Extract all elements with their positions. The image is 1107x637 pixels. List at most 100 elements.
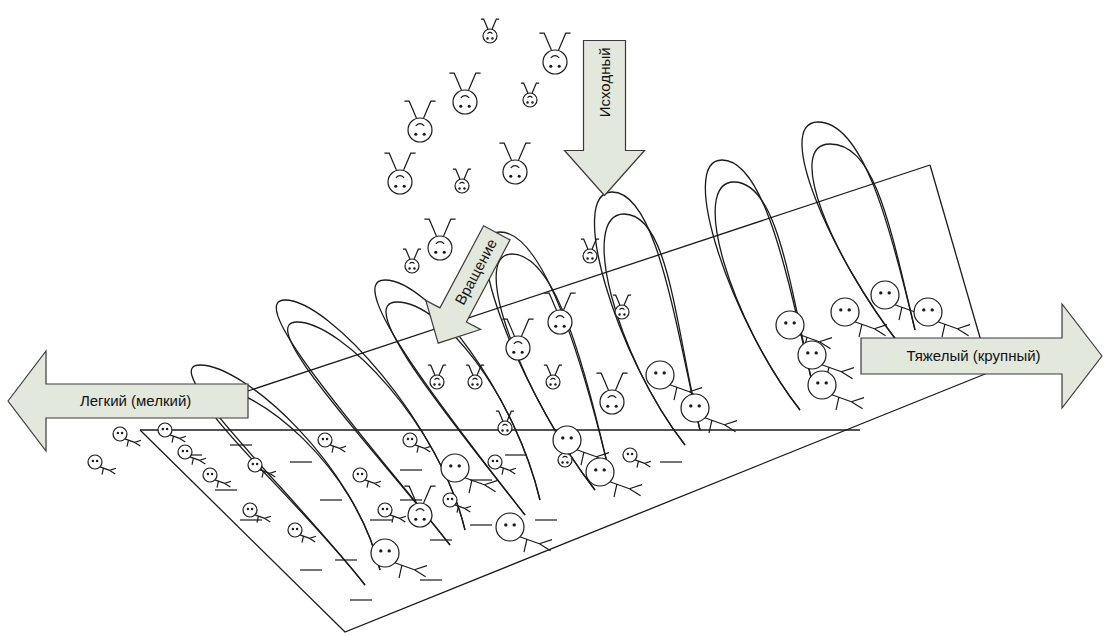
particle-head (681, 394, 709, 422)
particle-head (371, 539, 399, 567)
particle-eye (663, 371, 666, 374)
particle-eye (186, 450, 188, 452)
falling-particle (428, 365, 446, 389)
particle-eye (888, 291, 891, 294)
particle-eye (654, 371, 657, 374)
particle-mouth (588, 252, 593, 253)
particle-eye (443, 251, 446, 254)
particle-eye (411, 438, 413, 440)
particle-legs (481, 19, 499, 29)
deck-dash (240, 519, 262, 520)
particle-head (203, 468, 217, 482)
particle-head (388, 170, 412, 194)
particle-eye (413, 267, 415, 269)
particle-legs (453, 169, 471, 179)
particle-eye (558, 65, 561, 68)
particle-mouth (460, 182, 465, 183)
particle-body (260, 470, 276, 478)
particle-eye (468, 105, 471, 108)
settled-particle (243, 503, 271, 523)
particle-mouth (416, 509, 424, 511)
particle-head (600, 390, 624, 414)
particle-eye (627, 453, 629, 455)
particle-eye (922, 308, 925, 311)
particle-head (113, 427, 127, 441)
deck-dash (430, 539, 452, 540)
particle-head (831, 298, 859, 326)
particle-eye (491, 37, 493, 39)
particle-head (646, 361, 674, 389)
particle-head (506, 336, 530, 360)
particle-mouth (620, 308, 625, 309)
settled-particle (353, 468, 381, 488)
particle-eye (449, 464, 452, 467)
particle-head (468, 375, 482, 389)
falling-particle (521, 83, 539, 107)
particle-eye (561, 436, 564, 439)
particle-head (558, 453, 572, 467)
particle-eye (463, 187, 465, 189)
particle-eye (594, 468, 597, 471)
particle-head (178, 445, 192, 459)
particle-eye (207, 473, 209, 475)
particle-legs (499, 143, 530, 160)
particle-eye (618, 313, 620, 315)
particle-eye (388, 549, 391, 552)
arrow-label-shape: Вращение (410, 218, 523, 357)
particle-eye (423, 133, 426, 136)
particle-eye (549, 383, 551, 385)
particle-eye (603, 468, 606, 471)
particle-eye (839, 308, 842, 311)
settled-particle (496, 513, 552, 552)
particle-eye (492, 460, 494, 462)
falling-particle (384, 153, 415, 194)
particle-eye (501, 429, 503, 431)
particle-eye (518, 175, 521, 178)
falling-particle (453, 169, 471, 193)
falling-particle (496, 411, 514, 435)
arrow-label-shape: Исходный (564, 41, 644, 196)
particle-eye (211, 473, 213, 475)
particle-body (855, 322, 887, 337)
particle-figures (88, 19, 970, 578)
particle-head (553, 426, 581, 454)
particle-body (365, 480, 381, 488)
falling-particle (539, 33, 570, 74)
particle-eye (394, 185, 397, 188)
particle-body (395, 563, 427, 578)
settled-particle (623, 448, 651, 468)
particle-mouth (563, 456, 568, 457)
particle-head (248, 458, 262, 472)
particle-eye (423, 518, 426, 521)
falling-particle (481, 19, 499, 43)
particle-eye (252, 463, 254, 465)
particle-body (610, 482, 642, 497)
particle-head (430, 375, 444, 389)
particle-mouth (416, 124, 424, 126)
particle-eye (296, 528, 298, 530)
particle-legs (404, 101, 435, 118)
deck-edge (245, 165, 930, 392)
settled-particle (113, 427, 141, 447)
particle-mouth (488, 32, 493, 33)
settled-particle (443, 493, 471, 513)
deck-dash (230, 444, 252, 445)
particle-head (378, 503, 392, 517)
arrow-label-shape: Легкий (мелкий) (8, 351, 248, 451)
particle-eye (459, 105, 462, 108)
particle-head (488, 455, 502, 469)
falling-particle (403, 249, 421, 273)
particle-eye (506, 429, 508, 431)
arrow-label: Легкий (мелкий) (80, 393, 191, 410)
particle-mouth (396, 176, 404, 178)
particle-head (88, 455, 102, 469)
settled-particle (178, 445, 206, 465)
falling-particle (449, 73, 480, 114)
particle-eye (606, 405, 609, 408)
particle-eye (476, 383, 478, 385)
particle-eye (471, 383, 473, 385)
particle-legs (466, 365, 484, 375)
falling-particle (466, 365, 484, 389)
particle-head (443, 493, 457, 507)
